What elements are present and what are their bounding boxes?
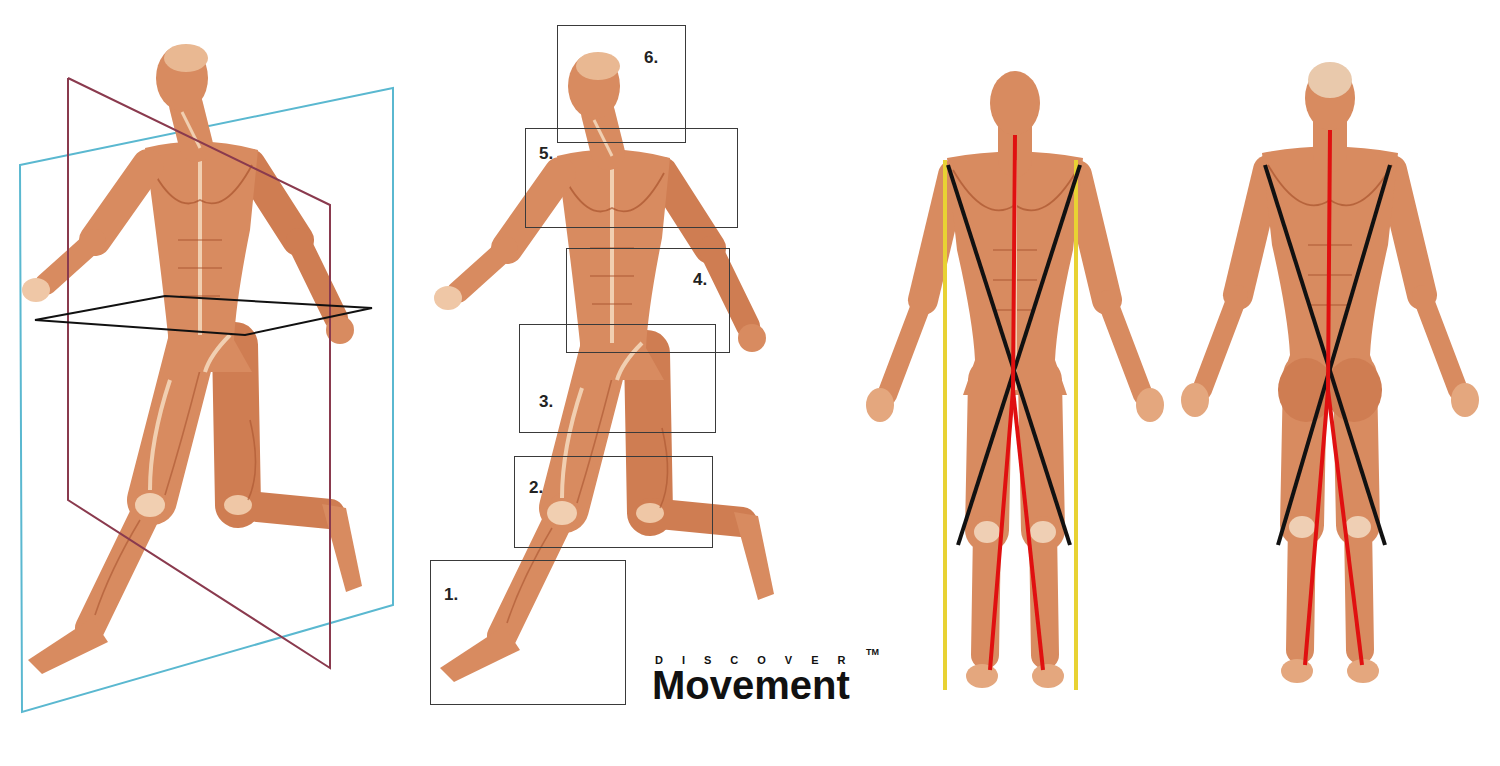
sling-lines-part [1328, 390, 1362, 665]
trademark-mark: TM [866, 648, 879, 657]
callout-box: 5. [525, 128, 738, 228]
sling-lines-part [1074, 160, 1078, 690]
sling-lines-part [948, 165, 1070, 545]
anatomical-planes [20, 44, 393, 712]
sling-lines-part [1305, 130, 1330, 665]
front-figure [866, 71, 1164, 688]
sling-lines-part [1278, 165, 1390, 545]
sling-lines-part [958, 165, 1080, 545]
callout-number: 1. [444, 586, 458, 603]
callout-number: 4. [693, 271, 707, 288]
standing-figure [1181, 66, 1479, 683]
running-figure [22, 44, 362, 674]
callout-number: 6. [644, 49, 658, 66]
callout-number: 5. [539, 145, 553, 162]
callout-box: 4. [566, 248, 730, 353]
callout-number: 3. [539, 393, 553, 410]
sling-lines-part [943, 160, 947, 690]
sling-lines-part [1013, 390, 1043, 670]
logo-wordmark: Movement [652, 665, 850, 705]
sling-lines-part [1265, 165, 1385, 545]
anatomical-planes-part [35, 296, 372, 335]
back-figure [1181, 62, 1479, 683]
callout-box: 3. [519, 324, 716, 433]
sling-lines-part [990, 135, 1015, 670]
running-figure [434, 52, 774, 682]
callout-box: 1. [430, 560, 626, 705]
standing-figure [866, 71, 1164, 688]
back-figure-part [1308, 62, 1352, 98]
callout-box: 6. [557, 25, 686, 143]
callout-number: 2. [529, 479, 543, 496]
sling-lines [945, 130, 1390, 690]
anatomical-planes-part [68, 78, 330, 668]
callout-box: 2. [514, 456, 713, 548]
